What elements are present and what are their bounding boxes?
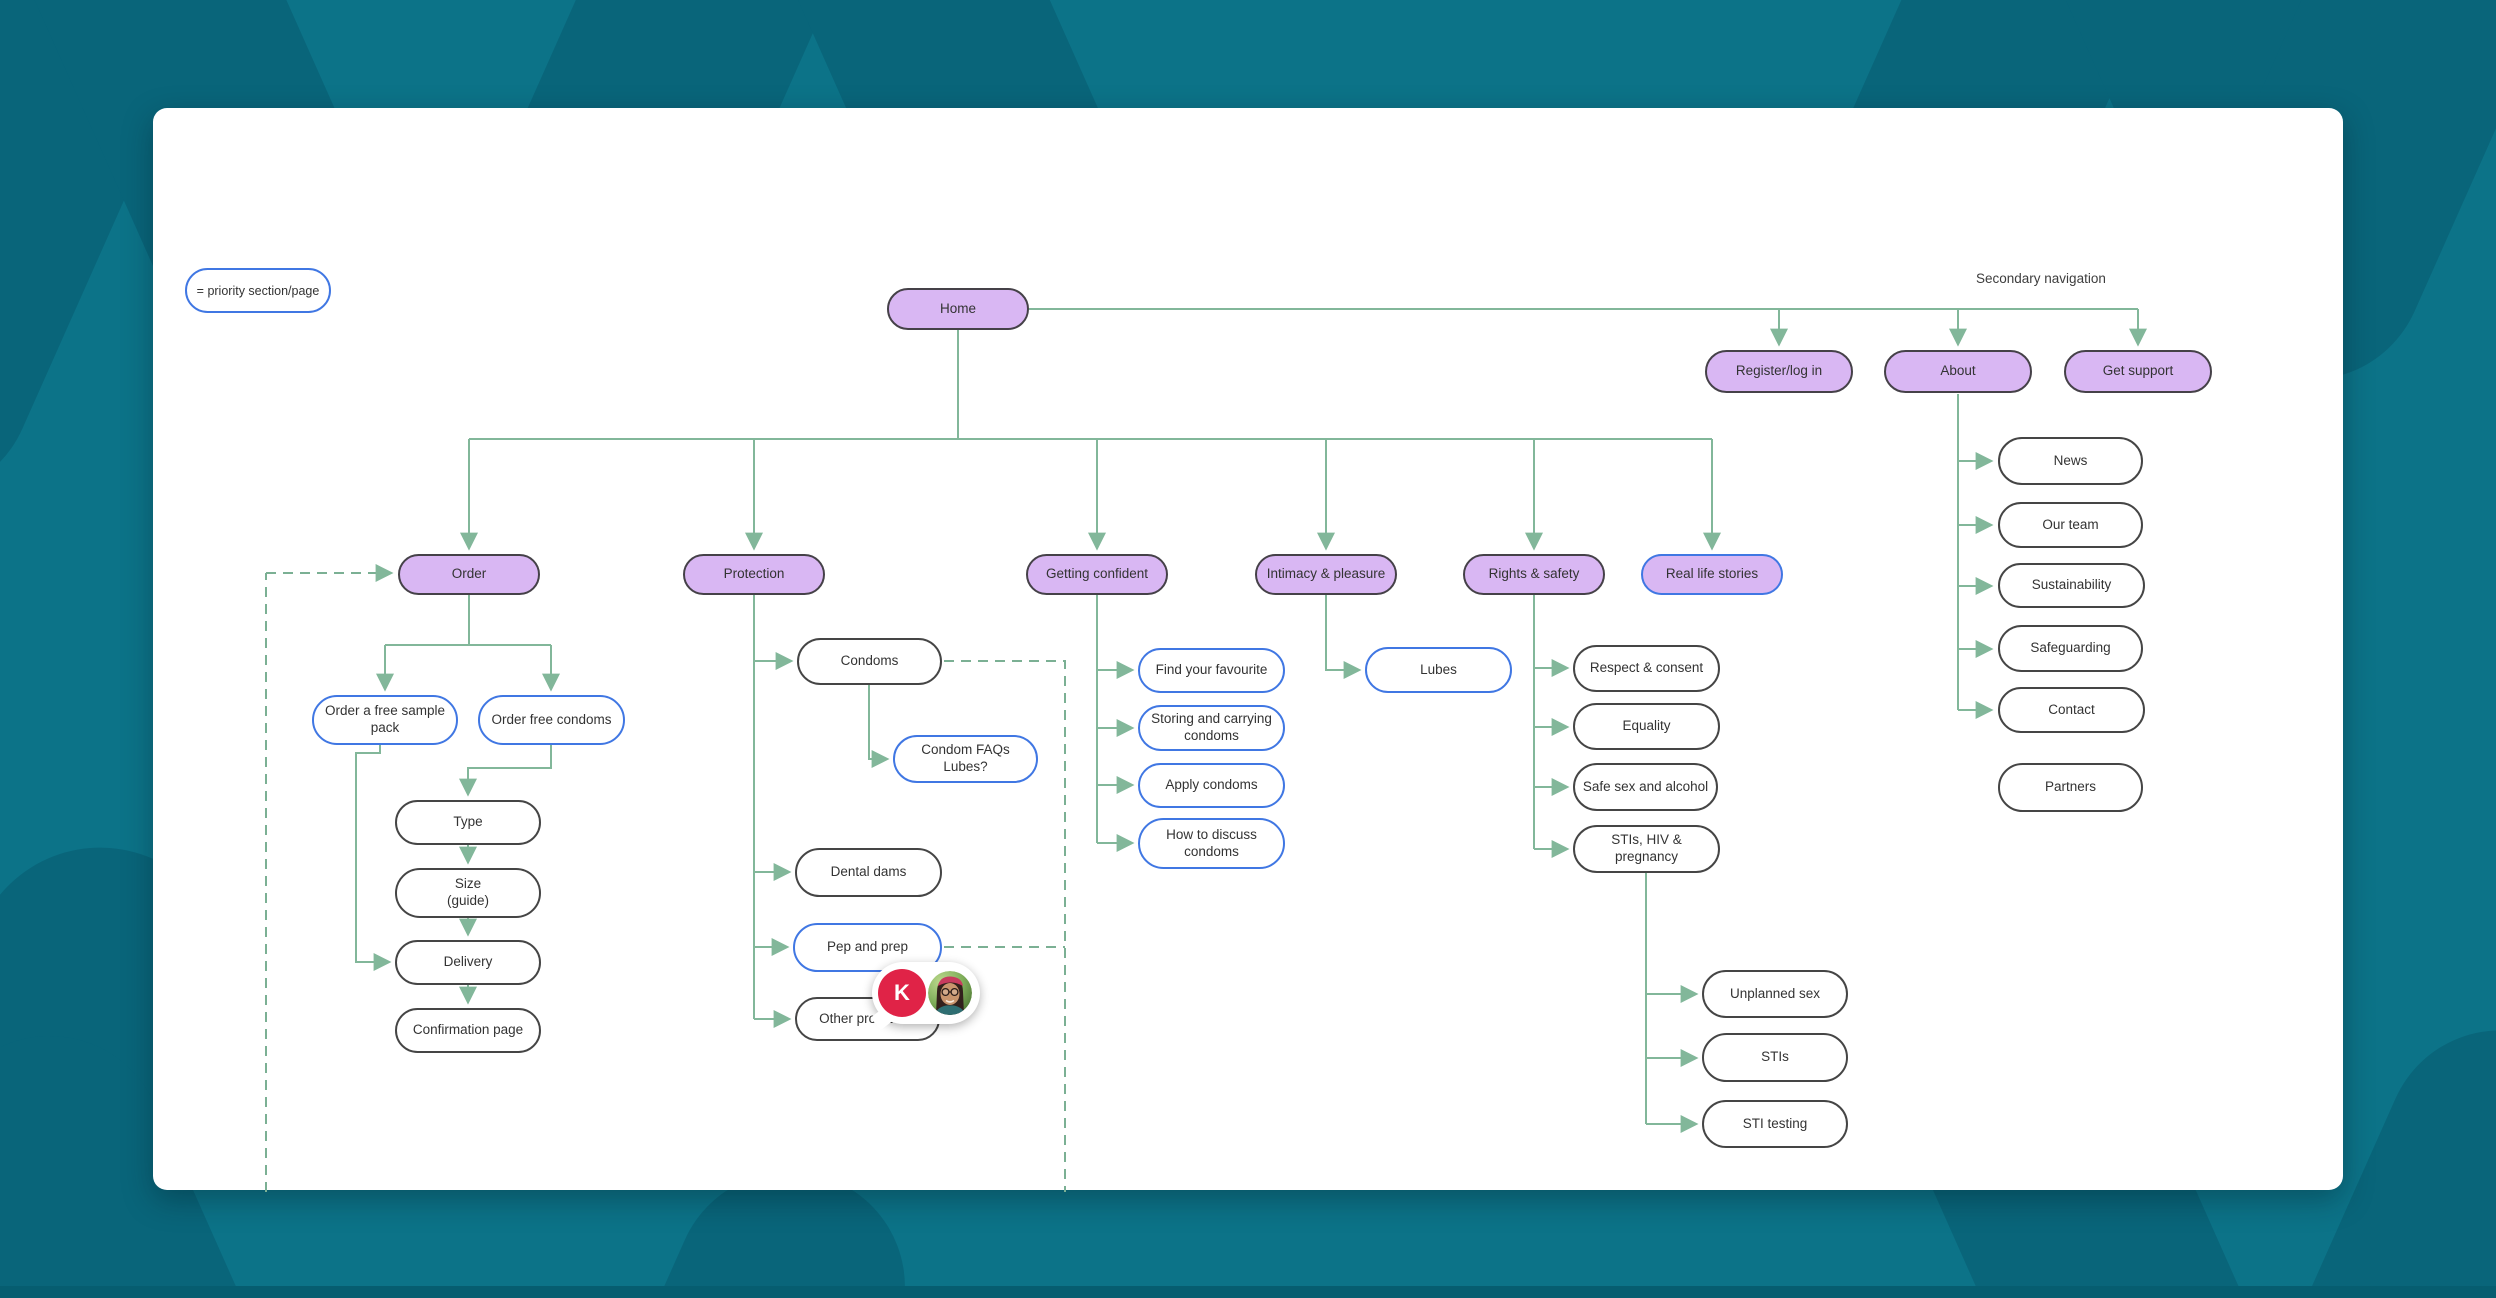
- node-safeguarding[interactable]: Safeguarding: [1998, 625, 2143, 672]
- node-order-a-free-sample-pack[interactable]: Order a free sample pack: [312, 695, 458, 745]
- node-order[interactable]: Order: [398, 554, 540, 595]
- node-contact[interactable]: Contact: [1998, 687, 2145, 733]
- node-real-life-stories[interactable]: Real life stories: [1641, 554, 1783, 595]
- node-find-your-favourite[interactable]: Find your favourite: [1138, 648, 1285, 693]
- legend-priority-key[interactable]: = priority section/page: [185, 268, 331, 313]
- node-sti-testing[interactable]: STI testing: [1702, 1100, 1848, 1148]
- legend-label: = priority section/page: [196, 283, 320, 298]
- node-delivery[interactable]: Delivery: [395, 940, 541, 985]
- node-storing-and-carrying-condoms[interactable]: Storing and carrying condoms: [1138, 705, 1285, 751]
- node-getting-confident[interactable]: Getting confident: [1026, 554, 1168, 595]
- node-type[interactable]: Type: [395, 800, 541, 845]
- node-stis-hiv-pregnancy[interactable]: STIs, HIV & pregnancy: [1573, 825, 1720, 873]
- node-intimacy-pleasure[interactable]: Intimacy & pleasure: [1255, 554, 1397, 595]
- node-how-to-discuss-condoms[interactable]: How to discuss condoms: [1138, 818, 1285, 869]
- node-our-team[interactable]: Our team: [1998, 502, 2143, 548]
- collaborator-avatars[interactable]: K: [872, 962, 980, 1024]
- node-dental-dams[interactable]: Dental dams: [795, 848, 942, 897]
- node-get-support[interactable]: Get support: [2064, 350, 2212, 393]
- node-pep-and-prep[interactable]: Pep and prep: [793, 923, 942, 972]
- node-safe-sex-and-alcohol[interactable]: Safe sex and alcohol: [1573, 763, 1718, 811]
- node-home[interactable]: Home: [887, 288, 1029, 330]
- collaborator-photo-avatar[interactable]: [925, 968, 975, 1018]
- node-about[interactable]: About: [1884, 350, 2032, 393]
- node-confirmation-page[interactable]: Confirmation page: [395, 1008, 541, 1053]
- secondary-navigation-label: Secondary navigation: [1976, 271, 2106, 286]
- node-news[interactable]: News: [1998, 437, 2143, 485]
- node-unplanned-sex[interactable]: Unplanned sex: [1702, 970, 1848, 1018]
- node-lubes[interactable]: Lubes: [1365, 647, 1512, 693]
- node-size-guide[interactable]: Size (guide): [395, 868, 541, 918]
- node-equality[interactable]: Equality: [1573, 703, 1720, 750]
- node-order-free-condoms[interactable]: Order free condoms: [478, 695, 625, 745]
- node-sustainability[interactable]: Sustainability: [1998, 563, 2145, 608]
- node-stis[interactable]: STIs: [1702, 1033, 1848, 1082]
- node-respect-consent[interactable]: Respect & consent: [1573, 645, 1720, 692]
- node-rights-safety[interactable]: Rights & safety: [1463, 554, 1605, 595]
- node-condoms[interactable]: Condoms: [797, 638, 942, 685]
- collaborator-initial-badge[interactable]: K: [878, 969, 926, 1017]
- node-protection[interactable]: Protection: [683, 554, 825, 595]
- node-condom-faqs-lubes[interactable]: Condom FAQs Lubes?: [893, 735, 1038, 783]
- node-register-log-in[interactable]: Register/log in: [1705, 350, 1853, 393]
- node-apply-condoms[interactable]: Apply condoms: [1138, 763, 1285, 808]
- node-partners[interactable]: Partners: [1998, 763, 2143, 812]
